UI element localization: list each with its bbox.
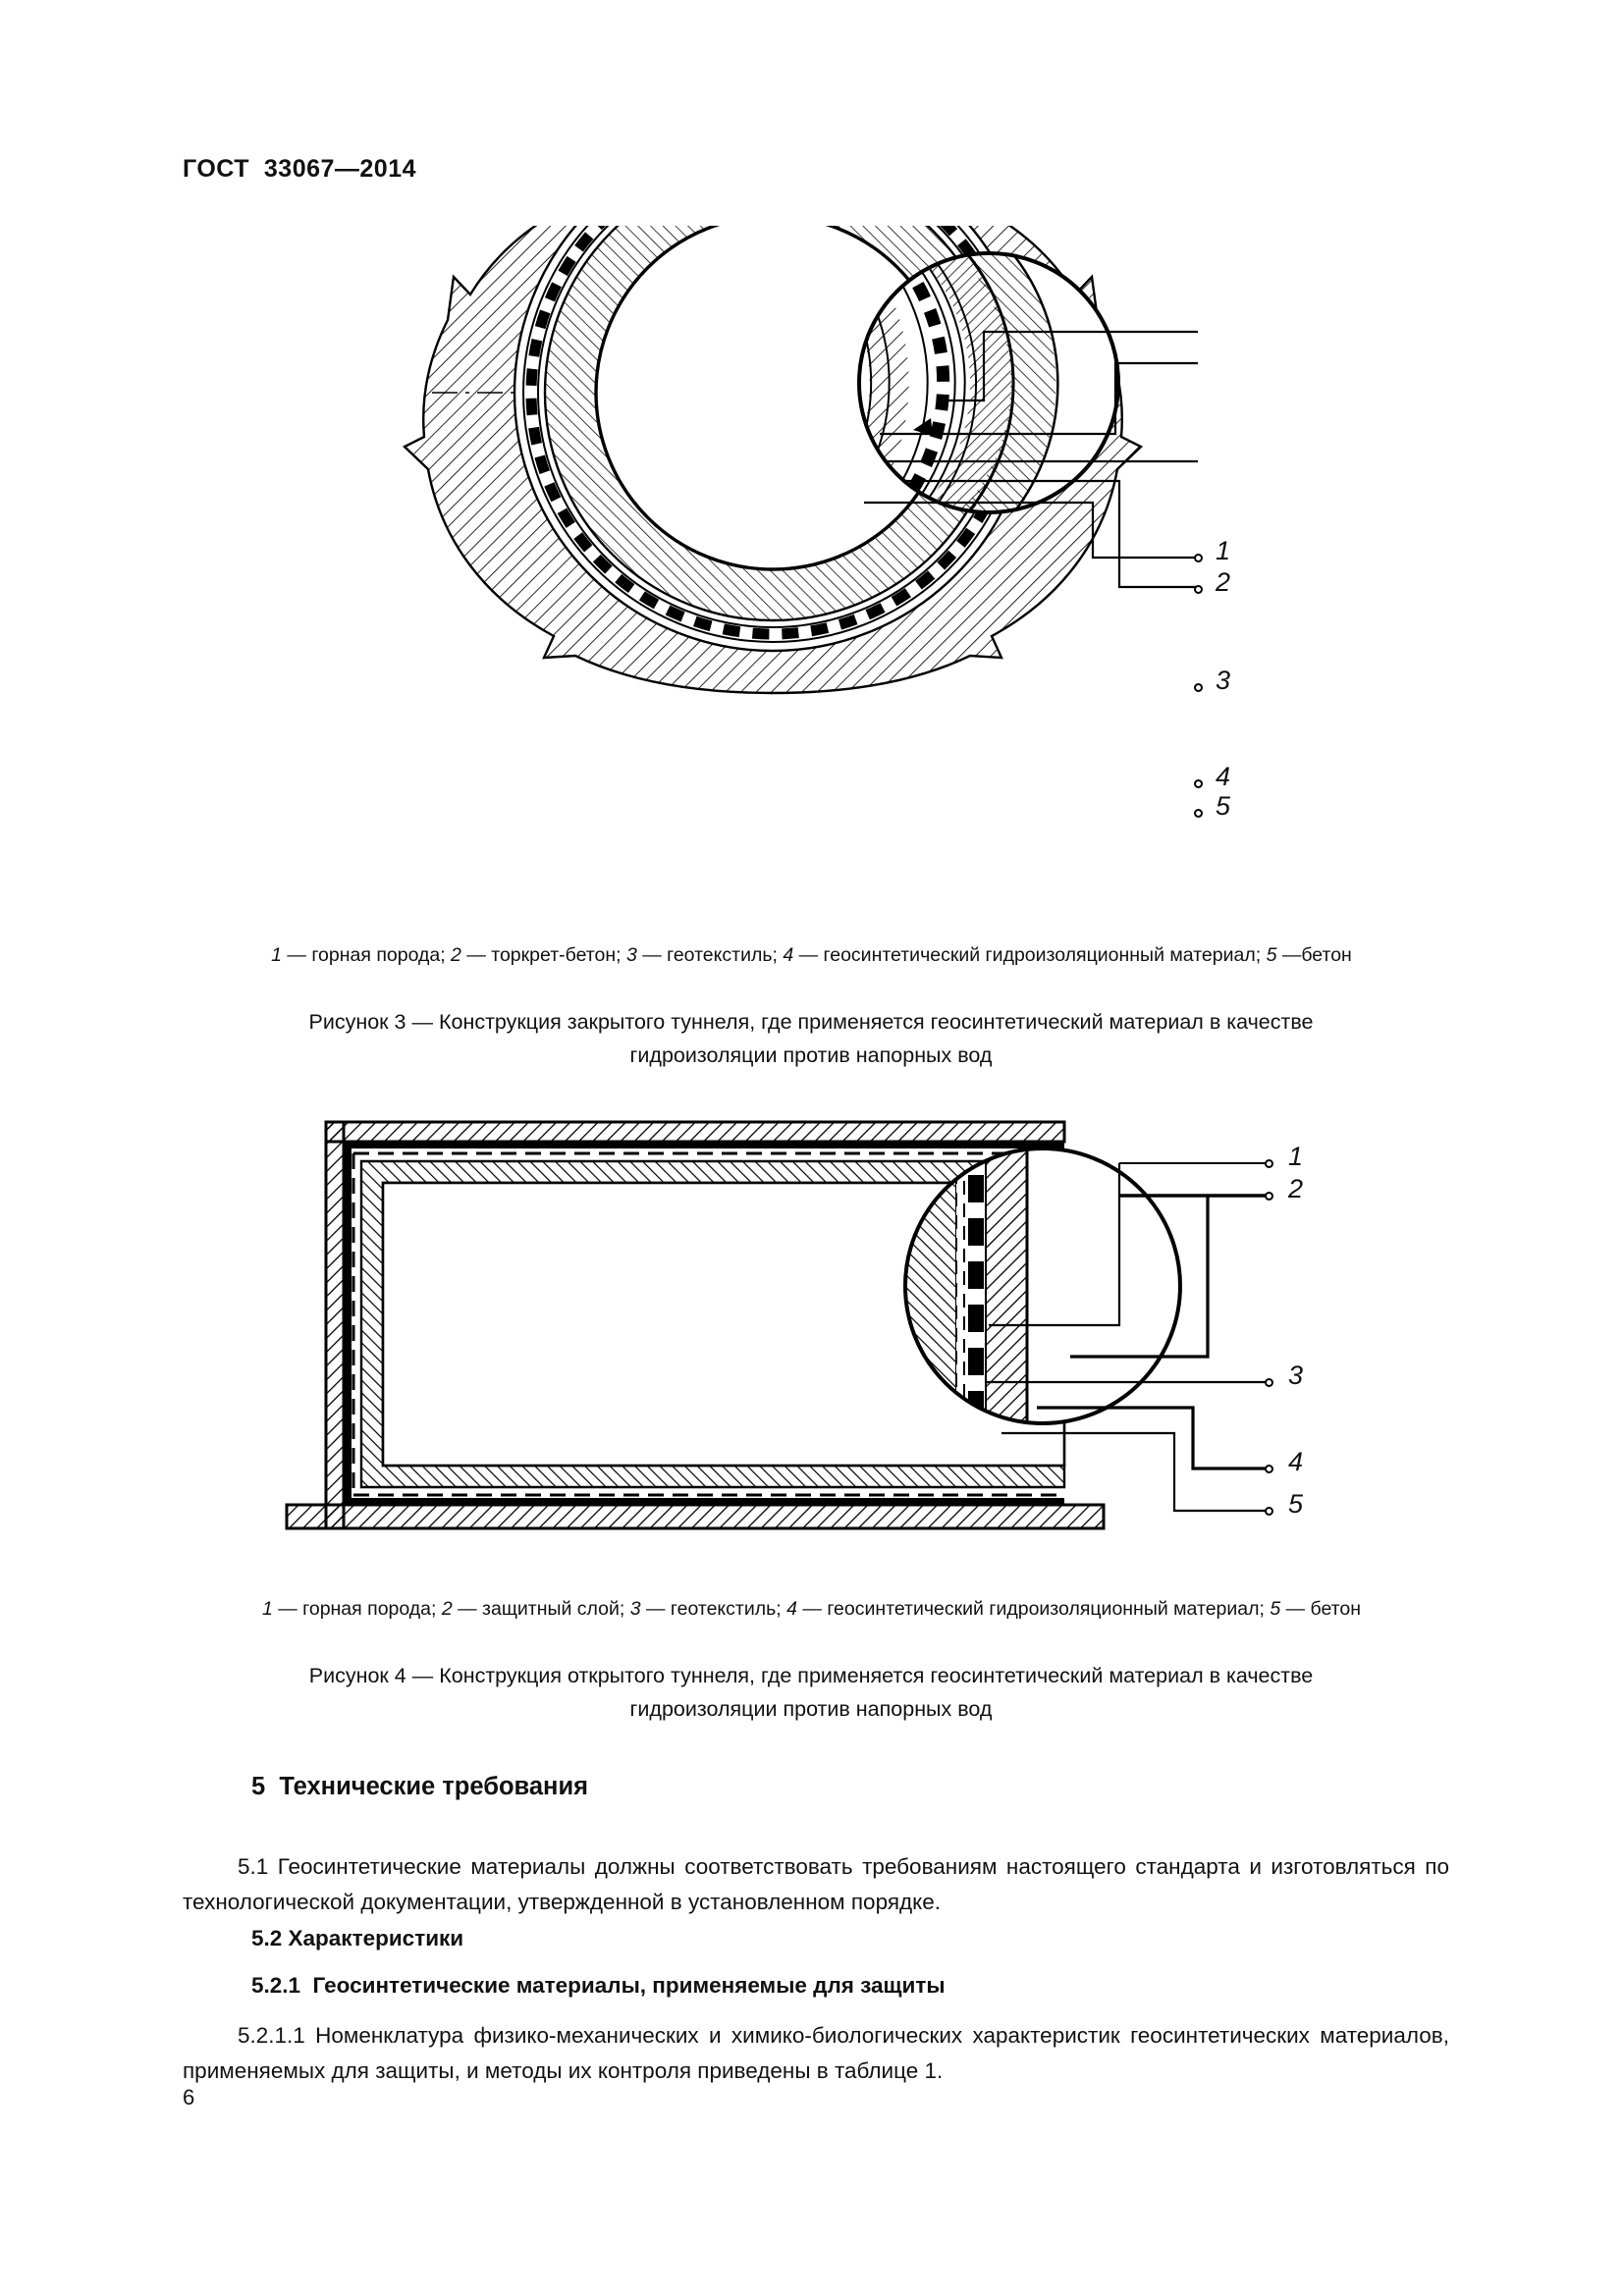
paragraph-5-1: 5.1 Геосинтетические материалы должны со… [183, 1849, 1449, 1920]
leader-label-1: 1 [1288, 1142, 1304, 1171]
leader-dot-1 [1194, 554, 1203, 562]
leader-dot-4 [1265, 1465, 1273, 1473]
base-slab [285, 1503, 1106, 1530]
leader-label-4: 4 [1216, 762, 1231, 791]
detail-circle-outline [857, 251, 1120, 514]
leader-label-4: 4 [1288, 1447, 1304, 1476]
figure-3-title: Рисунок 3 — Конструкция закрытого туннел… [222, 1005, 1400, 1072]
page-number: 6 [183, 2085, 195, 2109]
figure-3-drawing [402, 226, 1198, 695]
leader-dot-5 [1265, 1507, 1273, 1516]
leader-lines [864, 330, 1198, 589]
figure-4-drawing [285, 1120, 1269, 1530]
leader-dot-3 [1194, 683, 1203, 692]
leader-dot-1 [1265, 1159, 1273, 1168]
detail-callout-circle [859, 253, 1118, 512]
figure-4-open-tunnel: 1 2 3 4 5 [0, 1095, 1623, 1566]
geosynthetic-waterproofing-layer [344, 1141, 1064, 1506]
leader-lines-4 [986, 1162, 1269, 1513]
figure-3-legend: 1 — горная порода; 2 — торкрет-бетон; 3 … [271, 944, 1352, 966]
figure-3-closed-tunnel: 1 2 3 4 5 [0, 226, 1623, 913]
paragraph-5-2-1-1: 5.2.1.1 Номенклатура физико-механических… [183, 2018, 1449, 2089]
leader-label-2: 2 [1216, 567, 1231, 597]
section-heading-5-2: 5.2 Характеристики [251, 1926, 464, 1950]
leader-label-1: 1 [1216, 536, 1231, 565]
leader-label-3: 3 [1216, 666, 1231, 695]
leader-dot-4 [1194, 779, 1203, 788]
document-header: ГОСТ 33067—2014 [183, 155, 417, 183]
leader-dot-2 [1265, 1192, 1273, 1201]
leader-label-2: 2 [1288, 1174, 1304, 1203]
rock-top-band [324, 1120, 1066, 1144]
geotextile-layer [352, 1151, 1064, 1497]
figure-4-title: Рисунок 4 — Конструкция открытого туннел… [222, 1659, 1400, 1726]
figure-3-title-line1: Рисунок 3 — Конструкция закрытого туннел… [308, 1010, 1314, 1034]
rock-left-band [324, 1120, 346, 1530]
section-heading-5-2-1: 5.2.1 Геосинтетические материалы, примен… [251, 1973, 946, 1998]
paragraph-5-1-text: 5.1 Геосинтетические материалы должны со… [183, 1854, 1449, 1914]
leader-label-5: 5 [1216, 791, 1231, 821]
leader-label-5: 5 [1288, 1489, 1304, 1519]
detail-circle-outline-4 [903, 1147, 1182, 1425]
leader-dot-5 [1194, 809, 1203, 818]
figure-3-title-line2: гидроизоляции против напорных вод [629, 1043, 993, 1067]
leader-dot-3 [1265, 1378, 1273, 1387]
figure-4-title-line2: гидроизоляции против напорных вод [629, 1697, 993, 1721]
paragraph-5-2-1-1-text: 5.2.1.1 Номенклатура физико-механических… [183, 2023, 1449, 2083]
figure-4-title-line1: Рисунок 4 — Конструкция открытого туннел… [308, 1664, 1314, 1687]
leader-dot-2 [1194, 585, 1203, 594]
leader-label-3: 3 [1288, 1361, 1304, 1390]
section-heading-5: 5 Технические требования [251, 1773, 589, 1800]
figure-4-legend: 1 — горная порода; 2 — защитный слой; 3 … [261, 1598, 1362, 1620]
